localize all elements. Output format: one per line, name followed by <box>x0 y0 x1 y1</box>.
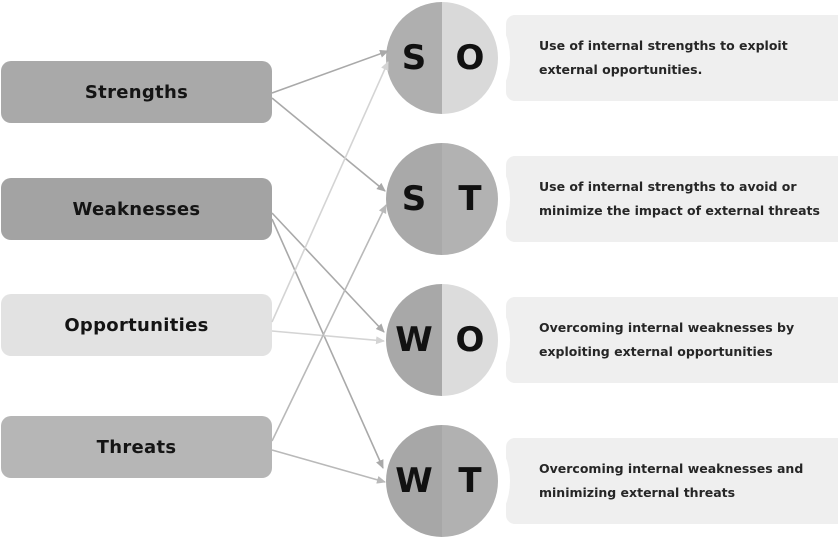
factor-label: Opportunities <box>64 314 209 336</box>
strategy-letter: S <box>401 179 427 219</box>
connector-strengths-st <box>271 97 386 192</box>
factor-label: Threats <box>96 436 177 458</box>
strategy-letter: W <box>395 320 433 360</box>
description-line: exploiting external opportunities <box>539 344 773 359</box>
strategy-description-so: Use of internal strengths to exploit ext… <box>506 15 838 101</box>
strategy-letter: T <box>458 179 482 219</box>
strategy-description-st: Use of internal strengths to avoid or mi… <box>506 156 838 242</box>
strategy-letter: S <box>401 38 427 78</box>
connector-opportunities-so <box>271 61 389 323</box>
connector-threats-st <box>271 204 387 442</box>
description-line: minimize the impact of external threats <box>539 203 820 218</box>
connector-threats-wt <box>271 449 386 484</box>
strategy-letter: O <box>455 38 485 78</box>
description-line: external opportunities. <box>539 62 703 77</box>
factor-box-weaknesses: Weaknesses <box>1 178 272 240</box>
connector-weaknesses-wt <box>271 218 384 469</box>
factor-label: Strengths <box>84 81 189 103</box>
description-line: Use of internal strengths to exploit <box>539 38 788 53</box>
factor-label: Weaknesses <box>72 198 201 220</box>
strategy-circle-so: S O <box>386 2 498 114</box>
strategy-letter: W <box>395 461 433 501</box>
connector-weaknesses-wo <box>271 212 385 333</box>
factor-box-threats: Threats <box>1 416 272 478</box>
strategy-letter: T <box>458 461 482 501</box>
strategy-description-wt: Overcoming internal weaknesses and minim… <box>506 438 838 524</box>
strategy-circle-st: S T <box>386 143 498 255</box>
connector-strengths-so <box>271 49 389 94</box>
description-line: Overcoming internal weaknesses and <box>539 461 804 476</box>
strategy-description-wo: Overcoming internal weaknesses by exploi… <box>506 297 838 383</box>
strategy-letter: O <box>455 320 485 360</box>
strategy-circle-wo: W O <box>386 284 498 396</box>
description-line: Overcoming internal weaknesses by <box>539 320 795 335</box>
factor-box-strengths: Strengths <box>1 61 272 123</box>
strategy-circle-wt: W T <box>386 425 498 537</box>
description-line: Use of internal strengths to avoid or <box>539 179 797 194</box>
description-line: minimizing external threats <box>539 485 736 500</box>
connector-opportunities-wo <box>271 330 385 345</box>
factor-box-opportunities: Opportunities <box>1 294 272 356</box>
